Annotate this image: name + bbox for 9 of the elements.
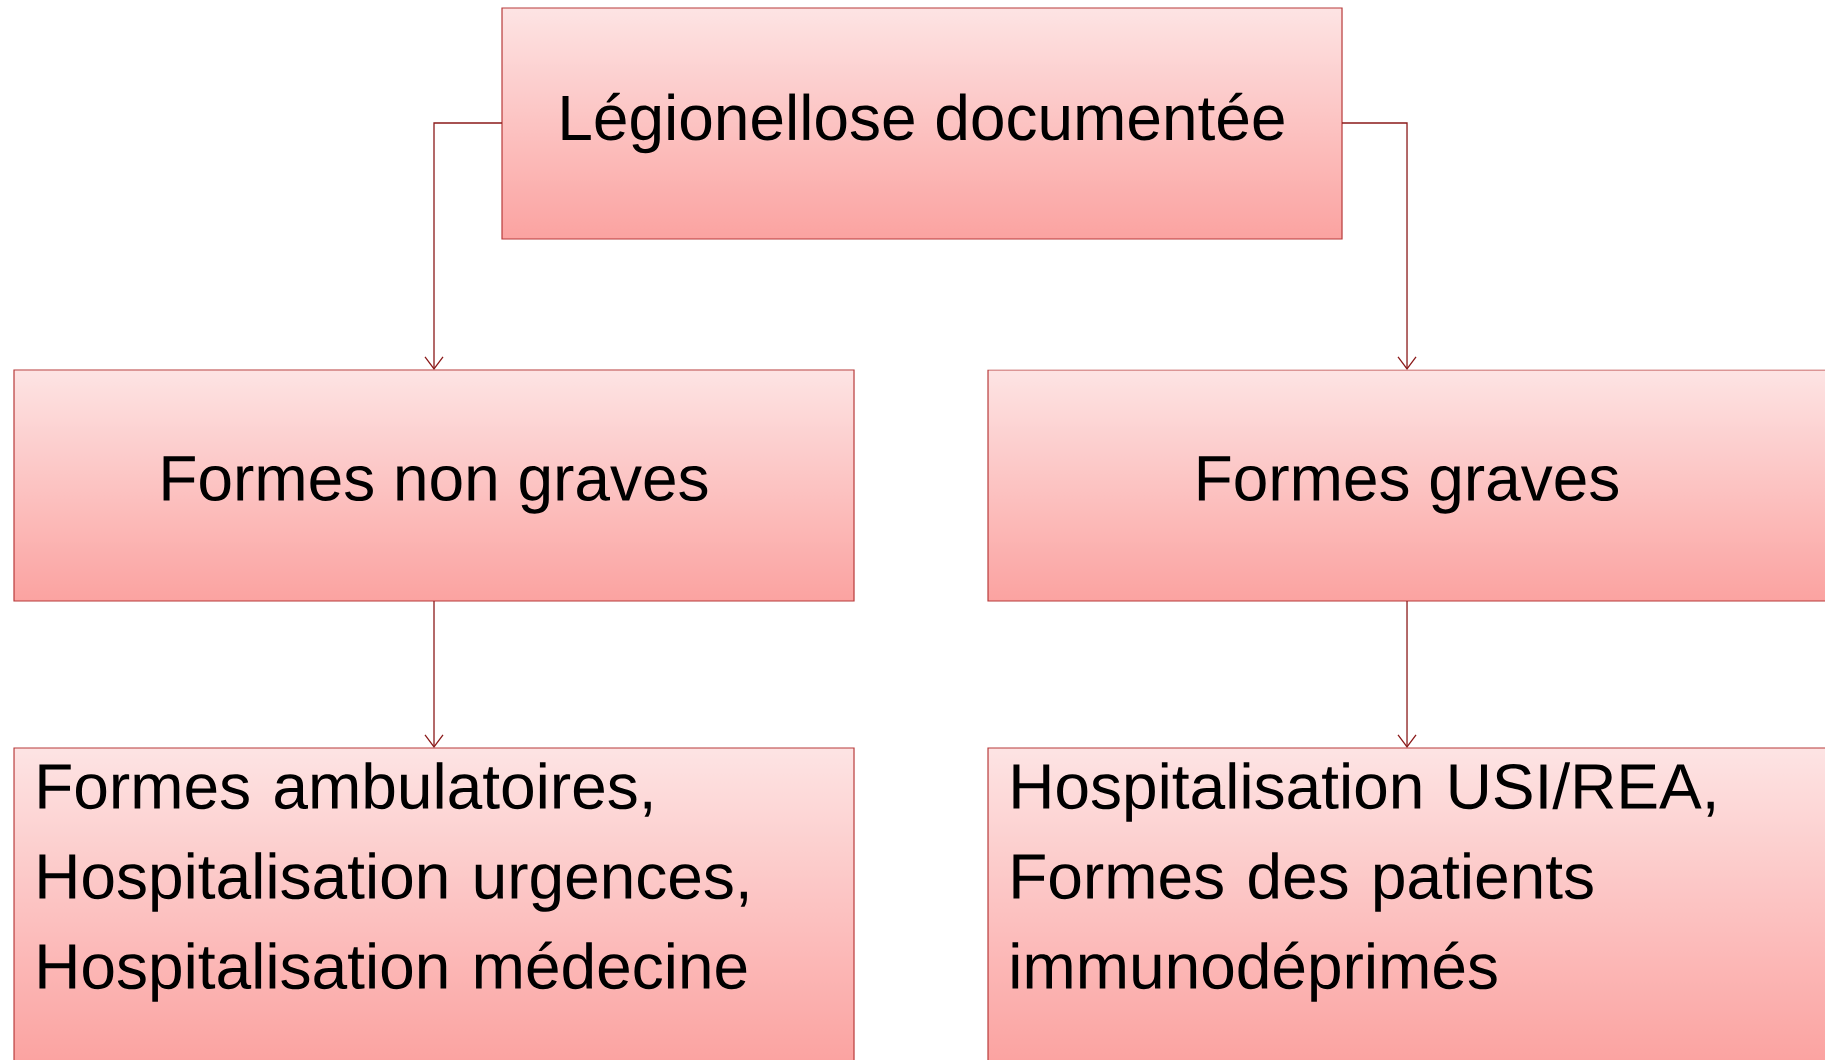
process-box: Formes ambulatoires, Hospitalisation urgences, Hospitalisation médecine bbox=[13, 747, 855, 1060]
arrow bbox=[1341, 122, 1417, 370]
arrow bbox=[424, 122, 503, 370]
process-box: Légionellose documentée bbox=[501, 7, 1343, 240]
arrow bbox=[1397, 600, 1417, 748]
arrow bbox=[424, 600, 444, 748]
process-box: Hospitalisation USI/REA, Formes des patients immunodéprimés bbox=[987, 747, 1825, 1060]
process-box: Formes graves bbox=[987, 369, 1825, 602]
process-box: Formes non graves bbox=[13, 369, 855, 602]
